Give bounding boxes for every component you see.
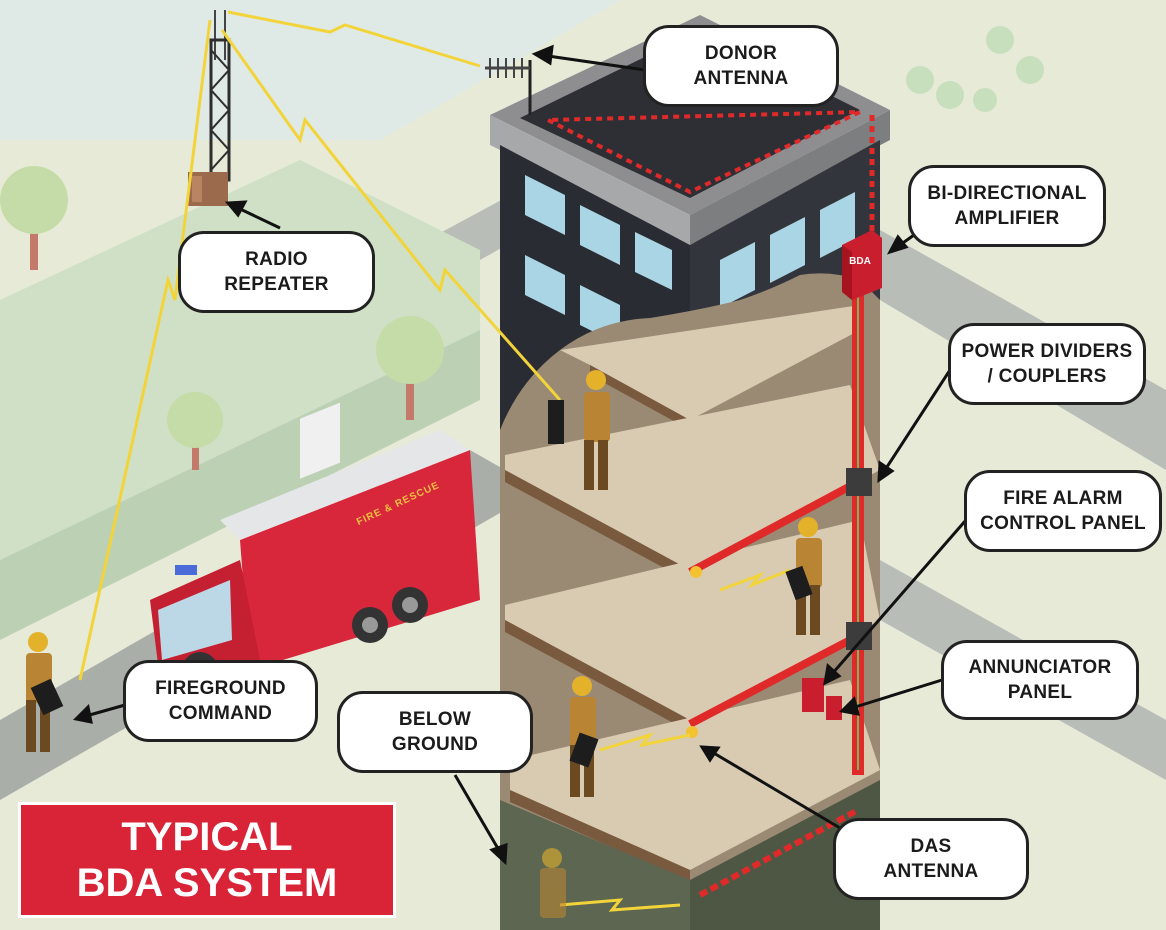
callout-arrows <box>72 44 968 866</box>
callout-das-antenna-text: DAS ANTENNA <box>883 836 979 882</box>
bda-unit-label: BDA <box>849 256 871 267</box>
callout-below-ground: BELOW GROUND <box>337 691 533 773</box>
tree-small <box>167 392 223 470</box>
callout-fire-alarm-panel: FIRE ALARM CONTROL PANEL <box>964 470 1162 552</box>
signal-paths <box>78 10 791 912</box>
bda-unit <box>842 230 882 300</box>
callout-below-ground-text: BELOW GROUND <box>391 709 479 755</box>
callout-power-dividers-text: POWER DIVIDERS / COUPLERS <box>961 341 1133 387</box>
firefighter-below <box>540 848 566 918</box>
callout-fireground-text: FIREGROUND COMMAND <box>155 678 286 724</box>
firefighter-floor1 <box>548 370 610 490</box>
callout-donor-antenna: DONOR ANTENNA <box>643 25 839 107</box>
coupler-upper <box>846 468 872 496</box>
sky-area <box>0 0 620 140</box>
trees-far <box>906 26 1044 112</box>
callout-radio-repeater: RADIO REPEATER <box>178 231 375 313</box>
callout-donor-antenna-text: DONOR ANTENNA <box>693 43 789 89</box>
tree-middle <box>376 316 444 420</box>
coupler-lower <box>846 622 872 650</box>
grass-block-side <box>0 330 480 640</box>
tree-left <box>0 166 68 270</box>
firefighter-floor3 <box>569 676 599 797</box>
donor-antenna-mast <box>485 58 532 115</box>
firefighter-command <box>26 632 64 752</box>
callout-annunciator-panel: ANNUNCIATOR PANEL <box>941 640 1139 720</box>
fire-alarm-panel <box>802 678 824 712</box>
firefighter-floor2 <box>785 517 822 635</box>
callout-radio-repeater-text: RADIO REPEATER <box>224 249 329 295</box>
radio-tower <box>188 10 231 206</box>
title-banner: TYPICAL BDA SYSTEM <box>18 802 396 918</box>
callout-fire-alarm-text: FIRE ALARM CONTROL PANEL <box>980 488 1146 534</box>
callout-power-dividers: POWER DIVIDERS / COUPLERS <box>948 323 1146 405</box>
callout-bi-directional-amplifier: BI-DIRECTIONAL AMPLIFIER <box>908 165 1106 247</box>
callout-das-antenna: DAS ANTENNA <box>833 818 1029 900</box>
annunciator-unit <box>826 696 842 720</box>
building <box>490 15 890 930</box>
title-text: TYPICAL BDA SYSTEM <box>76 815 338 905</box>
callout-annunciator-text: ANNUNCIATOR PANEL <box>968 657 1112 703</box>
callout-bda-text: BI-DIRECTIONAL AMPLIFIER <box>927 183 1087 229</box>
das-antenna-floor2 <box>690 566 702 578</box>
callout-fireground-command: FIREGROUND COMMAND <box>123 660 318 742</box>
